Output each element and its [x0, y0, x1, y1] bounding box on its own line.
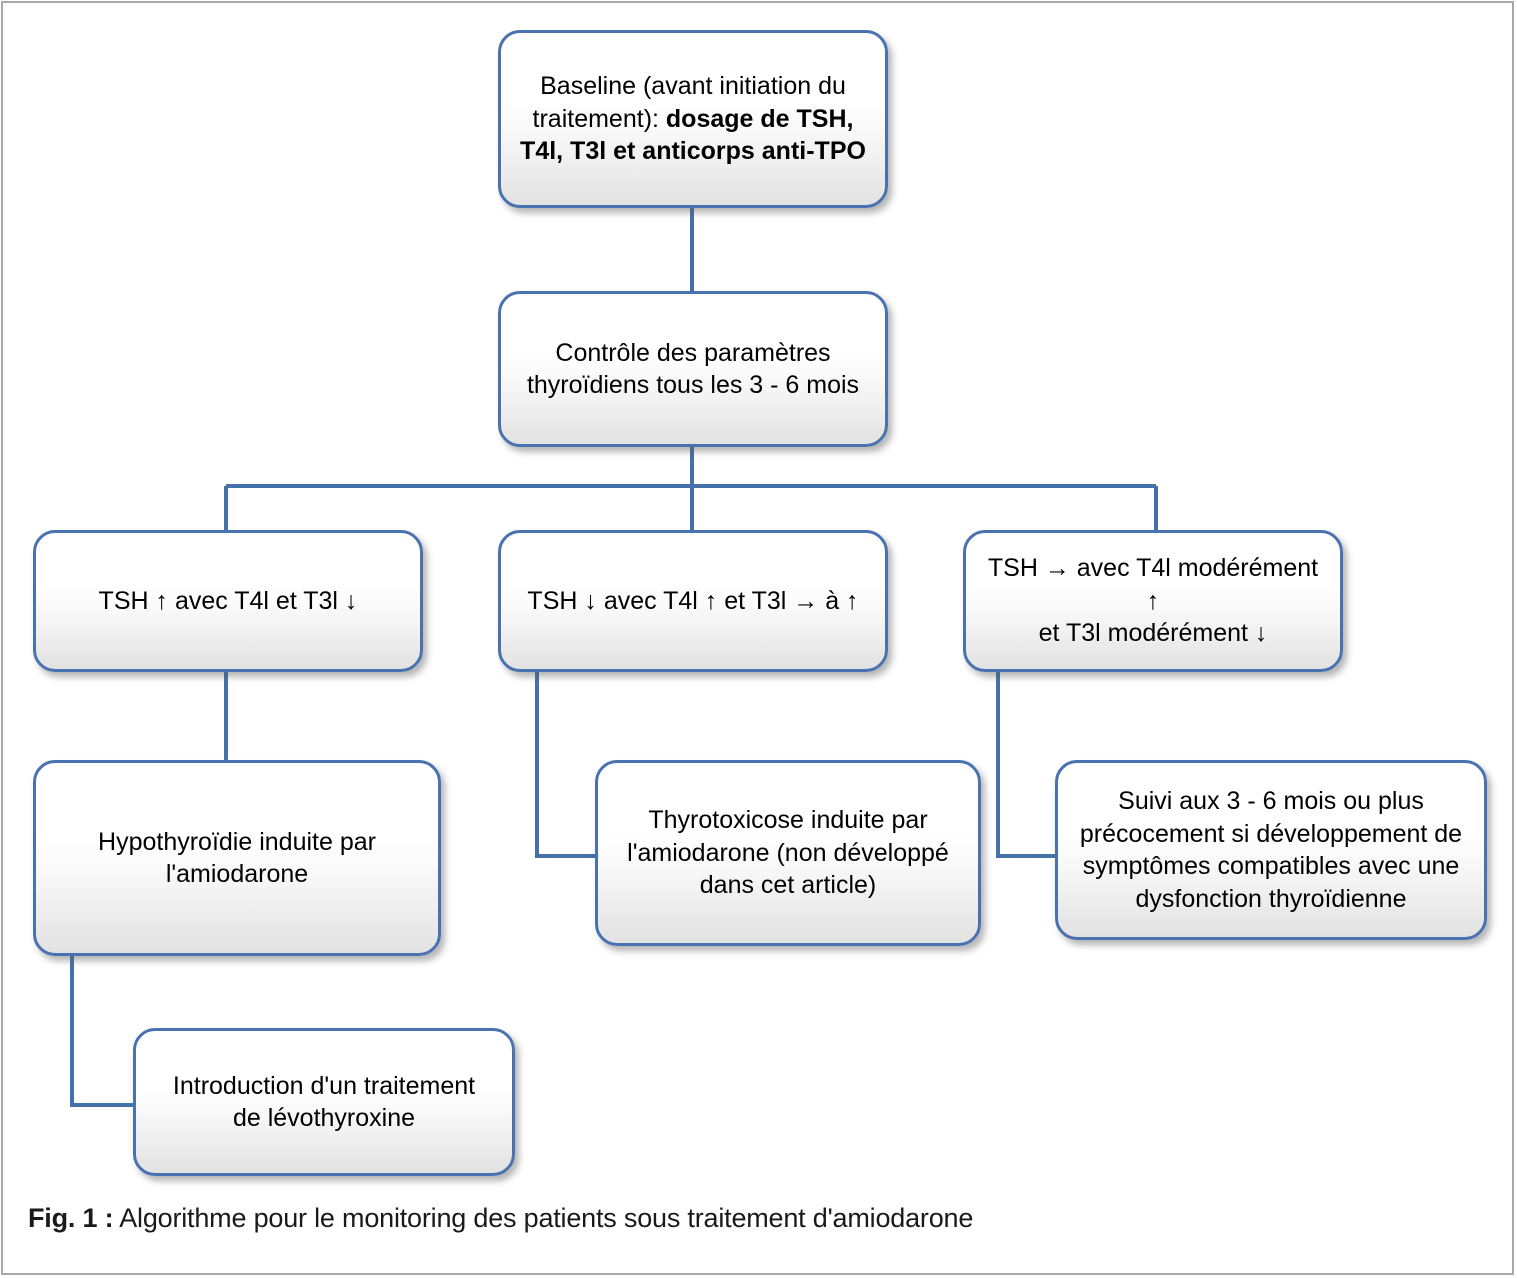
node-baseline-bold: dosage de TSH, T4l, T3l et anticorps ant…: [520, 104, 866, 166]
node-branch-tsh-normal-text: TSH → avec T4l modérément ↑ et T3l modér…: [987, 554, 1319, 648]
node-hypothyroidie-text: Hypothyroïdie induite par l'amiodarone: [98, 827, 376, 889]
node-baseline[interactable]: Baseline (avant initiation du traitement…: [498, 30, 888, 208]
node-branch-tsh-high-text: TSH ↑ avec T4l et T3l ↓: [98, 586, 358, 615]
node-branch-tsh-high[interactable]: TSH ↑ avec T4l et T3l ↓: [33, 530, 423, 672]
node-branch-tsh-low[interactable]: TSH ↓ avec T4l ↑ et T3l → à ↑: [498, 530, 888, 672]
node-suivi[interactable]: Suivi aux 3 - 6 mois ou plus précocement…: [1055, 760, 1487, 940]
node-hypothyroidie[interactable]: Hypothyroïdie induite par l'amiodarone: [33, 760, 441, 956]
flowchart-canvas: Baseline (avant initiation du traitement…: [33, 30, 1487, 1176]
figure-caption-text: Algorithme pour le monitoring des patien…: [113, 1203, 974, 1233]
edge-normal-to-suivi: [996, 672, 1055, 858]
node-levothyroxine[interactable]: Introduction d'un traitement de lévothyr…: [133, 1028, 515, 1176]
node-thyrotoxicose-text: Thyrotoxicose induite par l'amiodarone (…: [627, 806, 949, 900]
figure-caption-label: Fig. 1 :: [28, 1203, 114, 1233]
edge-low-to-thyrotox: [535, 672, 595, 858]
node-controle-text: Contrôle des paramètres thyroïdiens tous…: [526, 338, 860, 400]
node-thyrotoxicose[interactable]: Thyrotoxicose induite par l'amiodarone (…: [595, 760, 981, 946]
node-baseline-text: Baseline (avant initiation du traitement…: [515, 70, 871, 168]
node-levothyroxine-text: Introduction d'un traitement de lévothyr…: [172, 1071, 476, 1133]
node-branch-tsh-low-text: TSH ↓ avec T4l ↑ et T3l → à ↑: [527, 586, 859, 615]
node-branch-tsh-normal[interactable]: TSH → avec T4l modérément ↑ et T3l modér…: [963, 530, 1343, 672]
connector-lines: [70, 208, 1158, 1107]
figure-caption: Fig. 1 : Algorithme pour le monitoring d…: [28, 1203, 1458, 1234]
node-controle-parametres[interactable]: Contrôle des paramètres thyroïdiens tous…: [498, 291, 888, 447]
edge-hypo-to-levo: [70, 956, 133, 1107]
node-baseline-regular: Baseline (avant initiation du traitement…: [532, 72, 846, 133]
node-suivi-text: Suivi aux 3 - 6 mois ou plus précocement…: [1079, 787, 1463, 913]
